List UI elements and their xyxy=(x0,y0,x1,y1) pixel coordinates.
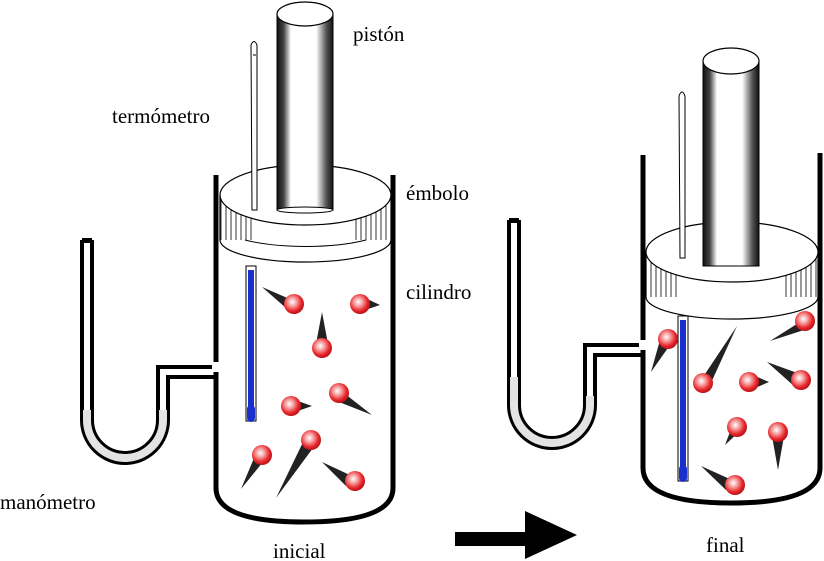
cylinder-final xyxy=(640,153,823,506)
label-final: final xyxy=(706,533,745,557)
gas-particle xyxy=(262,287,304,314)
label-manometer: manómetro xyxy=(0,490,96,514)
gas-particle xyxy=(651,329,678,372)
gas-particle xyxy=(350,294,380,314)
gas-particle xyxy=(241,445,272,489)
gas-particle xyxy=(322,462,365,491)
thermometer-final xyxy=(677,91,689,482)
thermometer-initial xyxy=(245,41,258,422)
gas-particle xyxy=(739,372,769,392)
gas-particle xyxy=(767,362,811,390)
gas-particle xyxy=(770,311,815,341)
gas-particle xyxy=(329,383,372,415)
label-cylinder: cilindro xyxy=(406,280,471,304)
gas-particle xyxy=(281,396,312,416)
cylinder-initial xyxy=(213,175,396,525)
label-thermometer: termómetro xyxy=(112,104,210,128)
gas-particle xyxy=(768,422,788,470)
gas-particle xyxy=(312,312,332,358)
final-apparatus xyxy=(507,47,823,506)
manometer-final xyxy=(507,218,643,450)
label-plunger: émbolo xyxy=(406,181,469,205)
label-piston: pistón xyxy=(353,22,405,46)
gas-particle xyxy=(701,466,745,495)
gas-particle xyxy=(725,417,747,445)
gas-particle xyxy=(693,326,737,393)
particles-initial xyxy=(241,287,380,498)
initial-apparatus xyxy=(80,1,396,525)
gas-particle xyxy=(276,430,321,498)
piston-rod-final xyxy=(702,47,760,267)
transition-arrow xyxy=(455,511,577,559)
label-initial: inicial xyxy=(273,539,326,561)
particles-final xyxy=(651,311,815,495)
piston-rod-initial xyxy=(276,1,334,214)
manometer-initial xyxy=(80,238,217,465)
